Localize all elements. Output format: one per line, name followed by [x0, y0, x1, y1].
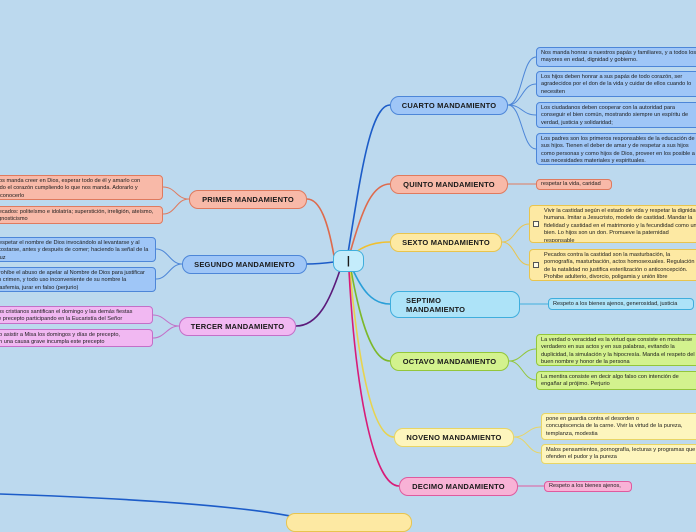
central-topic[interactable]: | [333, 250, 364, 272]
leaf-decimo-1[interactable]: Respeto a los bienes ajenos, [544, 481, 632, 492]
checkbox-icon[interactable] [533, 221, 539, 227]
leaf-septimo-1[interactable]: Respeto a los bienes ajenos, generosidad… [548, 298, 694, 310]
edge-octavo [350, 269, 391, 362]
leaf-sexto-2[interactable]: Pecados contra la castidad son la mastur… [529, 249, 696, 281]
node-partial-bottom[interactable] [286, 513, 412, 532]
node-decimo-mandamiento[interactable]: DECIMO MANDAMIENTO [399, 477, 518, 496]
leaf-primero-1[interactable]: Nos manda creer en Dios, esperar todo de… [0, 175, 163, 200]
edge-tercero [295, 269, 341, 327]
leaf-tercero-2[interactable]: No asistir a Misa los domingos y días de… [0, 329, 153, 347]
edge-bottom-branch [0, 493, 301, 519]
node-primer-mandamiento[interactable]: PRIMER MANDAMIENTO [189, 190, 307, 209]
leaf-primero-2[interactable]: Pecados: politeísmo e idolatría; superst… [0, 206, 163, 224]
edge-cuarto [347, 104, 391, 254]
node-segundo-mandamiento[interactable]: SEGUNDO MANDAMIENTO [182, 255, 307, 274]
node-sexto-mandamiento[interactable]: SEXTO MANDAMIENTO [390, 233, 502, 252]
node-octavo-mandamiento[interactable]: OCTAVO MANDAMIENTO [390, 352, 509, 371]
leaf-cuarto-2[interactable]: Los hijos deben honrar a sus papás de to… [536, 71, 696, 97]
leaf-segundo-2[interactable]: Prohíbe el abuso de apelar al Nombre de … [0, 267, 156, 292]
leaf-sexto-1[interactable]: Vivir la castidad según el estado de vid… [529, 205, 696, 243]
leaf-quinto-1[interactable]: respetar la vida, caridad [536, 179, 612, 190]
leaf-noveno-2[interactable]: Malos pensamientos, pornografía, lectura… [541, 444, 696, 464]
node-noveno-mandamiento[interactable]: NOVENO MANDAMIENTO [394, 428, 514, 447]
leaf-cuarto-4[interactable]: Los padres son los primeros responsables… [536, 133, 696, 165]
connector-lines [0, 56, 548, 519]
leaf-tercero-1[interactable]: Los cristianos santifican el domingo y l… [0, 306, 153, 324]
leaf-octavo-2[interactable]: La mentira consiste en decir algo falso … [536, 371, 696, 390]
leaf-cuarto-3[interactable]: Los ciudadanos deben cooperar con la aut… [536, 102, 696, 128]
leaf-octavo-1[interactable]: La verdad o veracidad es la virtud que c… [536, 334, 696, 366]
edge-noveno [349, 270, 395, 438]
checkbox-icon[interactable] [533, 262, 539, 268]
node-septimo-mandamiento[interactable]: SEPTIMO MANDAMIENTO [390, 291, 520, 318]
leaf-cuarto-1[interactable]: Nos manda honrar a nuestros papás y fami… [536, 47, 696, 67]
edge-decimo [348, 270, 400, 487]
edge-segundo [306, 261, 335, 265]
edge-primero [306, 198, 335, 257]
leaf-segundo-1[interactable]: Respetar el nombre de Dios invocándolo a… [0, 237, 156, 262]
node-tercer-mandamiento[interactable]: TERCER MANDAMIENTO [179, 317, 296, 336]
edge-septimo [351, 267, 391, 305]
leaf-noveno-1[interactable]: pone en guardia contra el desorden o con… [541, 413, 696, 440]
edge-quinto [349, 183, 391, 254]
node-cuarto-mandamiento[interactable]: CUARTO MANDAMIENTO [390, 96, 508, 115]
node-quinto-mandamiento[interactable]: QUINTO MANDAMIENTO [390, 175, 508, 194]
